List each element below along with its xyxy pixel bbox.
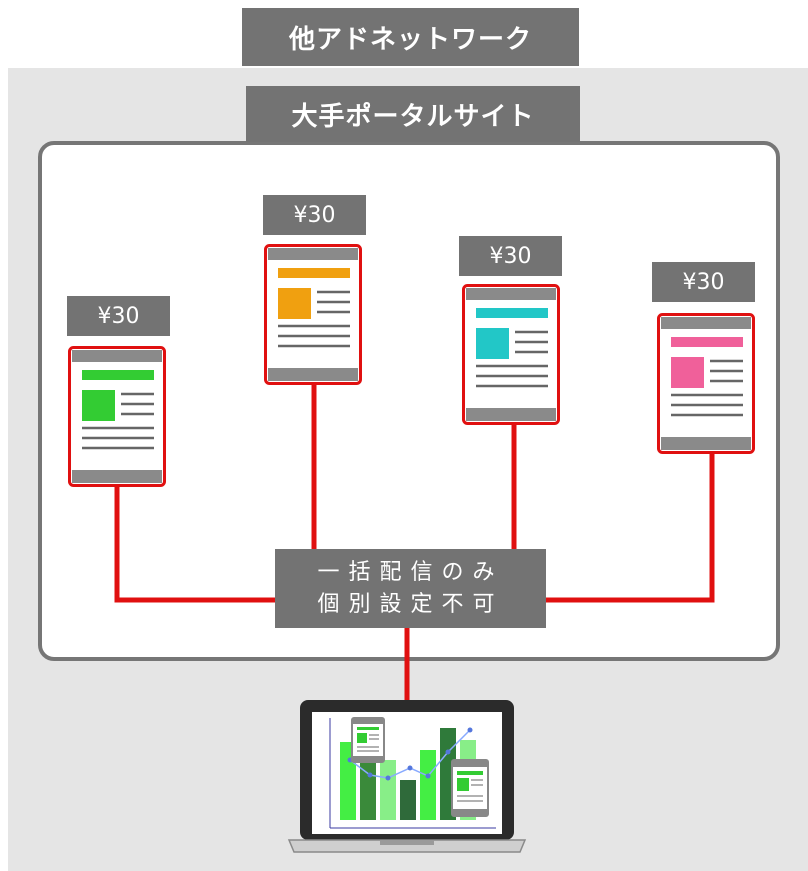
tablet-1 xyxy=(68,346,166,487)
price-tag-2: ¥30 xyxy=(263,195,366,235)
portal-label: 大手ポータルサイト xyxy=(246,86,580,142)
price-tag-1: ¥30 xyxy=(67,296,170,336)
line-site-1 xyxy=(114,486,275,603)
mini-tablet-1 xyxy=(351,717,385,763)
price-tag-3: ¥30 xyxy=(459,236,562,276)
tablet-4 xyxy=(657,313,755,454)
line-site-4 xyxy=(546,454,715,603)
connection-lines xyxy=(114,384,715,702)
tablet-2 xyxy=(264,244,362,385)
delivery-note-line1: 一括配信のみ xyxy=(317,559,504,585)
laptop-icon xyxy=(287,700,527,853)
other-network-label: 他アドネットワーク xyxy=(242,8,579,66)
laptop-chart xyxy=(329,718,496,829)
delivery-note-line2: 個別設定不可 xyxy=(317,591,504,617)
mini-tablet-2 xyxy=(451,759,489,817)
price-tag-4: ¥30 xyxy=(652,262,755,302)
tablet-3 xyxy=(462,284,560,425)
delivery-note-box: 一括配信のみ 個別設定不可 xyxy=(275,549,546,628)
